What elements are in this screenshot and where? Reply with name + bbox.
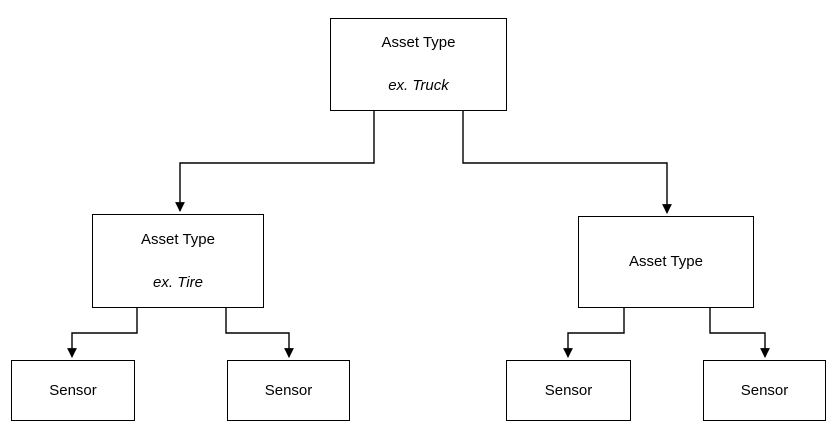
node-title: Asset Type [381,34,456,51]
node-title: Sensor [740,381,789,399]
node-title: Asset Type [629,253,703,270]
node-asset-type-left: Asset Type ex. Tire [92,214,264,308]
connector-right-child-to-sensor-3 [563,308,625,358]
node-example-label: ex. Tire [153,273,203,291]
connector-root-to-right-child [462,111,672,214]
connector-root-to-left-child [175,111,375,212]
node-example-label: ex. Truck [388,77,449,94]
node-title: Asset Type [141,230,215,248]
node-title: Sensor [264,381,313,399]
connector-left-child-to-sensor-2 [225,308,294,358]
node-title: Sensor [544,381,593,399]
node-sensor-4: Sensor [703,360,826,421]
node-sensor-1: Sensor [11,360,135,421]
node-sensor-2: Sensor [227,360,350,421]
node-asset-type-root: Asset Type ex. Truck [330,18,507,111]
connector-left-child-to-sensor-1 [67,308,138,358]
node-asset-type-right: Asset Type [578,216,754,308]
node-title: Sensor [49,381,97,399]
connector-right-child-to-sensor-4 [709,308,770,358]
node-sensor-3: Sensor [506,360,631,421]
